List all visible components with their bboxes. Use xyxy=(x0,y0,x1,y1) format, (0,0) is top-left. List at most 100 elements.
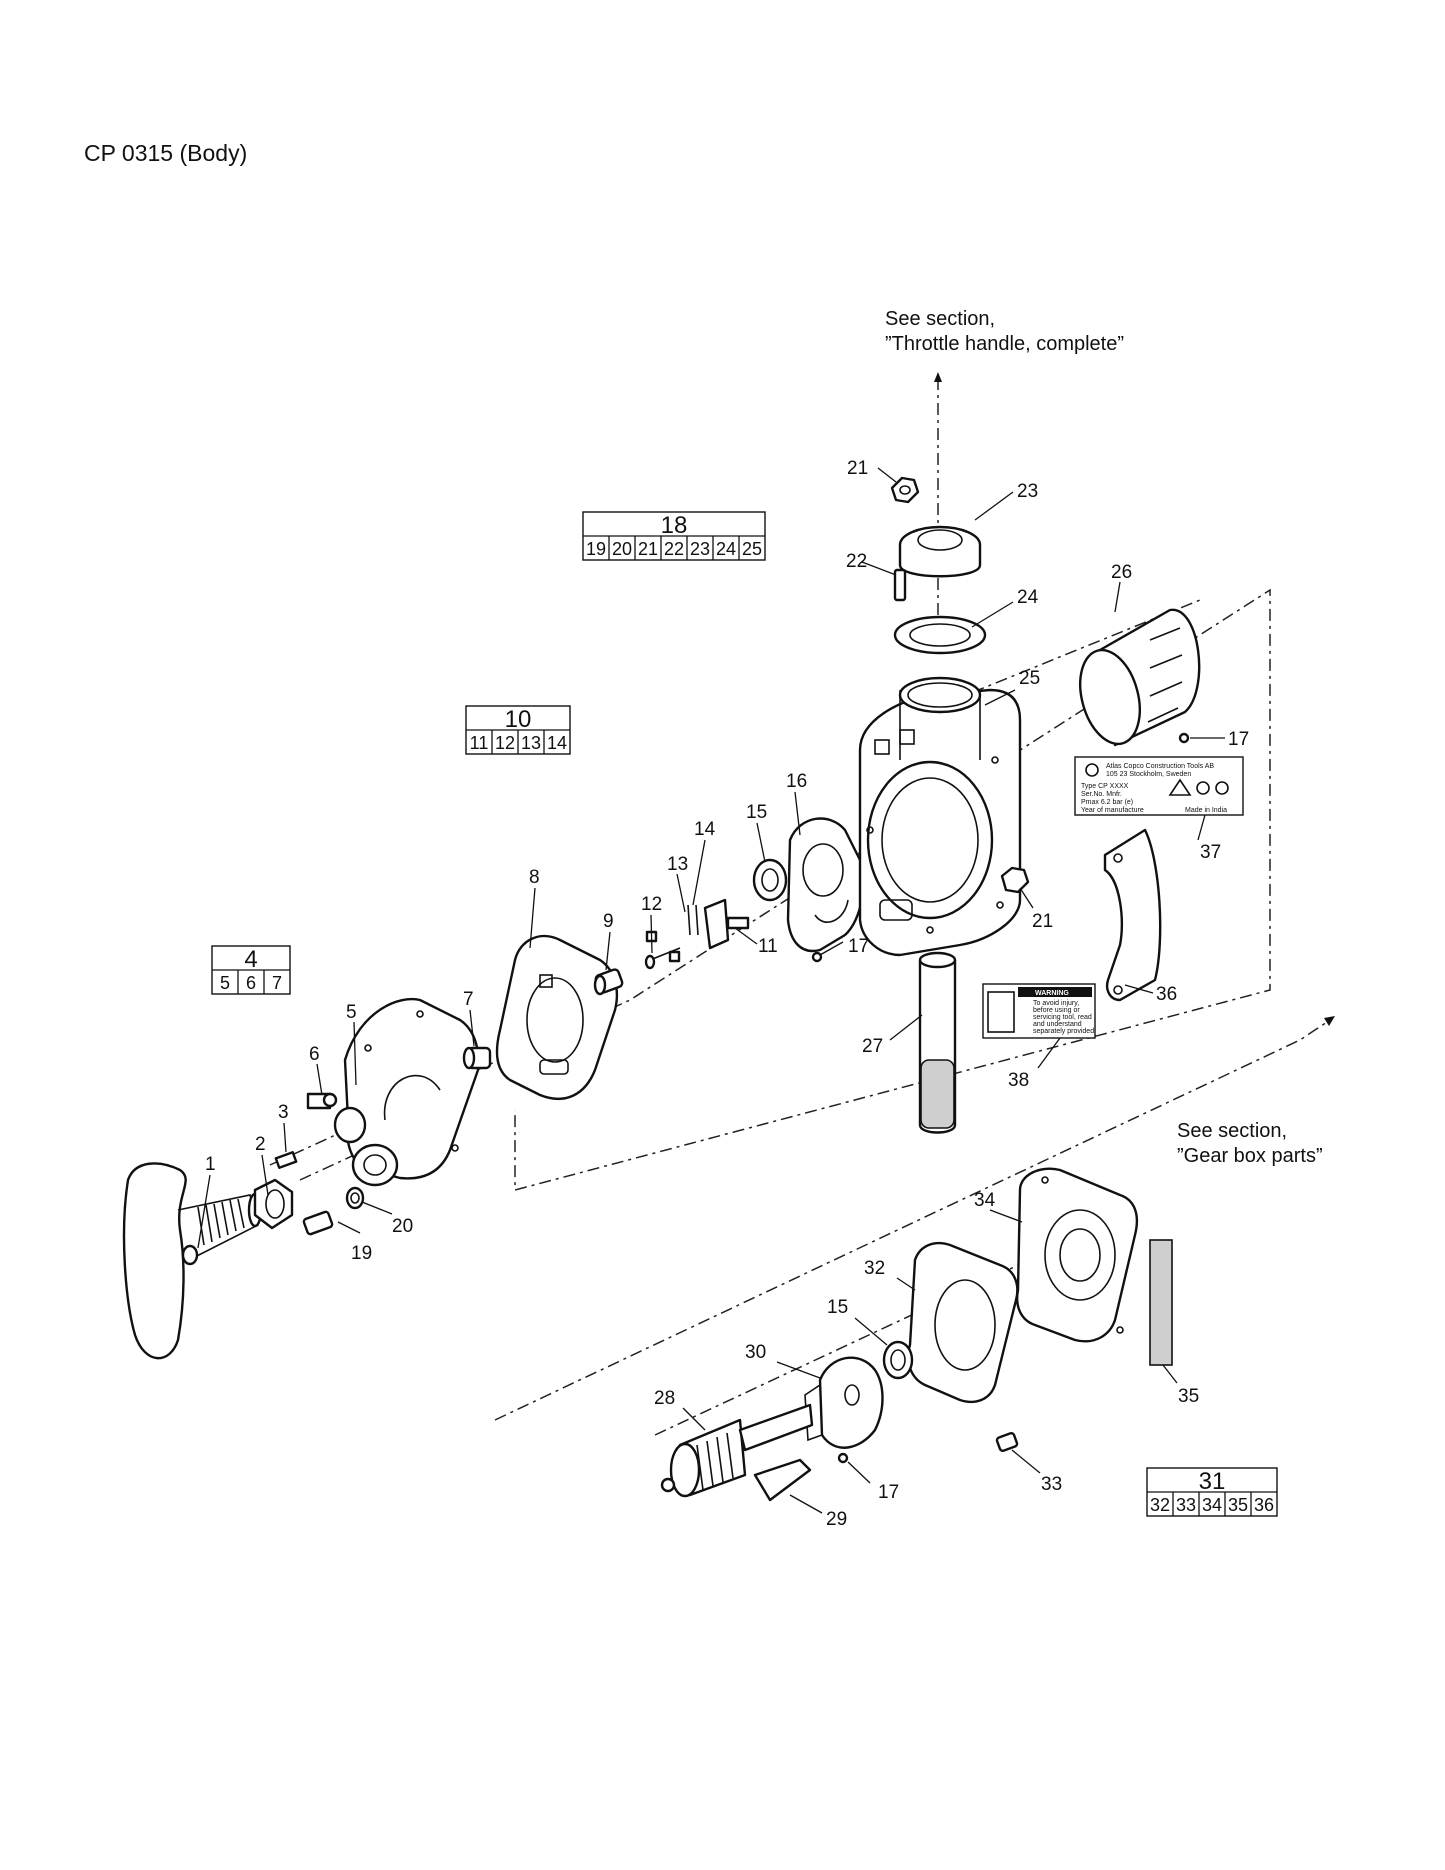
kit-part-number: 11 xyxy=(470,733,489,753)
callout-3: 3 xyxy=(278,1102,289,1123)
kit-part-number: 35 xyxy=(1228,1495,1248,1515)
kit-part-number: 25 xyxy=(742,539,762,559)
part-gasket-8 xyxy=(495,934,619,1100)
part-rotor-28 xyxy=(660,1403,814,1498)
kit-part-number: 34 xyxy=(1202,1495,1222,1515)
plate-line-2: 105 23 Stockholm, Sweden xyxy=(1106,771,1191,778)
part-valve-small xyxy=(593,898,750,996)
note-gearbox-line-2: ”Gear box parts” xyxy=(1177,1145,1323,1167)
part-motor-housing-25 xyxy=(858,676,1022,957)
plate-line-1: Atlas Copco Construction Tools AB xyxy=(1106,763,1214,770)
callout-27: 27 xyxy=(862,1036,883,1057)
callout-14: 14 xyxy=(694,819,716,840)
callout-29: 29 xyxy=(826,1509,847,1530)
kit-part-number: 14 xyxy=(547,733,567,753)
part-vane-29 xyxy=(753,1458,812,1502)
part-seal-35 xyxy=(1149,1239,1173,1366)
part-nut-2 xyxy=(253,1178,294,1230)
notes: See section, ”Throttle handle, complete”… xyxy=(885,308,1323,1167)
part-misc-19-20 xyxy=(302,1186,365,1236)
kit-part-number: 6 xyxy=(246,973,256,993)
callout-35: 35 xyxy=(1178,1386,1199,1407)
page-title: CP 0315 (Body) xyxy=(84,140,248,166)
callout-6: 6 xyxy=(309,1044,320,1065)
part-tube-27 xyxy=(918,951,957,1134)
kit-part-number: 22 xyxy=(664,539,684,559)
warning-line-2: before using or xyxy=(1033,1007,1080,1014)
part-warning-label-38: WARNING To avoid injury, before using or… xyxy=(982,983,1096,1039)
kit-id: 31 xyxy=(1199,1468,1226,1495)
callout-9: 9 xyxy=(603,911,614,932)
plate-line-3: Type CP XXXX xyxy=(1081,783,1129,790)
callout-1: 1 xyxy=(205,1154,216,1175)
warning-triangle-icon xyxy=(1168,778,1192,796)
warning-line-4: and understand xyxy=(1033,1021,1082,1028)
callout-7: 7 xyxy=(463,989,474,1010)
callout-38: 38 xyxy=(1008,1070,1029,1091)
part-handle xyxy=(122,1162,263,1360)
callout-33: 33 xyxy=(1041,1474,1062,1495)
part-end-plate-30 xyxy=(804,1356,884,1449)
callout-32: 32 xyxy=(864,1258,885,1279)
callout-15b: 15 xyxy=(827,1297,848,1318)
part-bearing-15a xyxy=(752,858,788,902)
callout-25: 25 xyxy=(1019,668,1040,689)
callout-36: 36 xyxy=(1156,984,1177,1005)
kit-part-number: 19 xyxy=(586,539,606,559)
callout-11: 11 xyxy=(758,936,778,957)
kit-part-number: 20 xyxy=(612,539,632,559)
part-gearbox-34 xyxy=(1016,1167,1139,1343)
part-stud-22 xyxy=(893,568,907,602)
callout-16: 16 xyxy=(786,771,807,792)
warning-line-3: servicing tool, read xyxy=(1033,1014,1092,1021)
kit-part-number: 33 xyxy=(1176,1495,1196,1515)
callout-19: 19 xyxy=(351,1243,372,1264)
plate-line-4: Ser.No. Mnfr. xyxy=(1081,791,1122,798)
kit-id: 18 xyxy=(661,512,688,539)
callout-23: 23 xyxy=(1017,481,1038,502)
callout-37: 37 xyxy=(1200,842,1221,863)
kit-table-18: 18 19 20 21 22 23 24 25 xyxy=(582,511,766,561)
kit-part-number: 5 xyxy=(220,973,230,993)
part-nut-21b xyxy=(1000,866,1030,894)
manual-pictogram-icon xyxy=(987,991,1015,1033)
kit-part-number: 12 xyxy=(495,733,515,753)
kit-id: 4 xyxy=(244,946,257,973)
part-bushing-7 xyxy=(462,1046,492,1070)
callout-21b: 21 xyxy=(1032,911,1053,932)
callout-22: 22 xyxy=(846,551,867,572)
kit-part-number: 24 xyxy=(716,539,736,559)
kit-part-number: 23 xyxy=(690,539,710,559)
callout-24: 24 xyxy=(1017,587,1039,608)
part-nut-21a xyxy=(890,476,920,504)
callout-21a: 21 xyxy=(847,458,868,479)
kit-part-number: 7 xyxy=(272,973,282,993)
callout-34: 34 xyxy=(974,1190,996,1211)
callout-28: 28 xyxy=(654,1388,675,1409)
read-manual-icon xyxy=(1196,781,1210,795)
plate-line-7: Made in India xyxy=(1185,807,1227,814)
callout-13: 13 xyxy=(667,854,688,875)
arrow-up-icon xyxy=(934,372,942,382)
callout-26: 26 xyxy=(1111,562,1132,583)
warning-line-1: To avoid injury, xyxy=(1033,1000,1079,1007)
part-gasket-24 xyxy=(893,615,987,655)
part-nipple-6 xyxy=(306,1092,338,1110)
callout-17a: 17 xyxy=(848,936,869,957)
note-throttle-line-2: ”Throttle handle, complete” xyxy=(885,333,1124,355)
callout-17b: 17 xyxy=(1228,729,1249,750)
kit-part-number: 21 xyxy=(638,539,658,559)
part-pin-3 xyxy=(274,1151,298,1169)
part-screws-17 xyxy=(811,732,1190,1464)
part-pin-33 xyxy=(995,1431,1019,1453)
arrow-right-icon xyxy=(1324,1016,1335,1026)
part-flange-23 xyxy=(898,525,982,578)
ce-mark-icon xyxy=(1215,781,1229,795)
kit-part-number: 13 xyxy=(521,733,541,753)
plate-line-5: Pmax 6.2 bar (e) xyxy=(1081,799,1133,806)
callout-2: 2 xyxy=(255,1134,266,1155)
